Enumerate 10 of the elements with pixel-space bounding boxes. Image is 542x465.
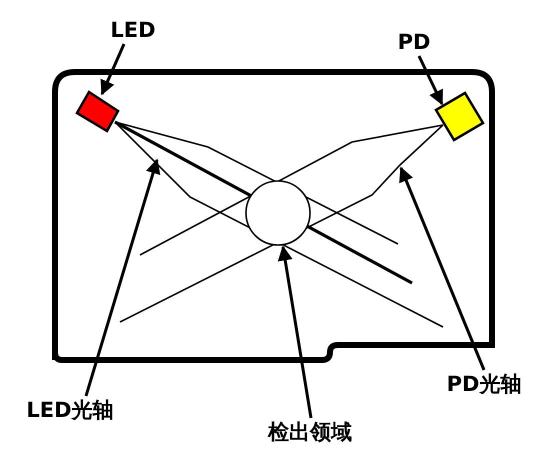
callout-label: LED: [100, 17, 166, 43]
leader-arrow: [399, 166, 486, 371]
leader-arrow: [418, 55, 444, 106]
callout-label: 检出领域: [250, 419, 370, 445]
leader-arrow: [100, 43, 126, 96]
leader-arrow: [84, 158, 160, 396]
callout-label: LED光轴: [12, 397, 128, 423]
callout-label: PD光轴: [428, 371, 540, 397]
leader-arrow: [278, 246, 312, 418]
callout-label: PD: [392, 29, 436, 55]
